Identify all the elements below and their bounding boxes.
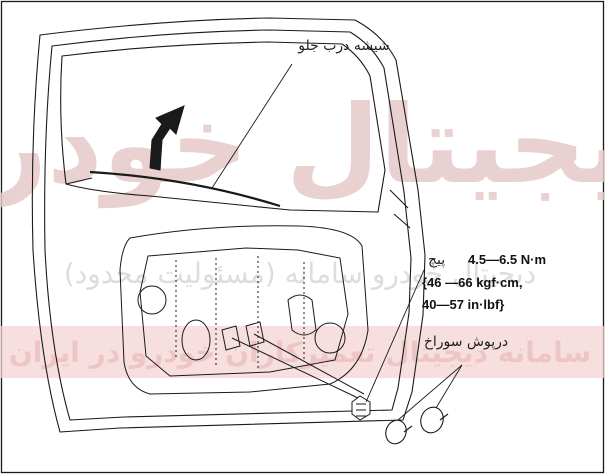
panel-service-opening: [287, 294, 317, 336]
torque-kgf-label: {46 —66 kgf·cm,: [422, 275, 522, 290]
door-latch-lines: [389, 189, 411, 229]
plug-leader-line-1: [397, 364, 463, 421]
door-inner-edge: [44, 29, 412, 421]
hole-plug-icon-1: [385, 419, 407, 445]
panel-stamping-lines: [175, 256, 305, 368]
glass-corner-left: [65, 177, 93, 185]
door-outline: [31, 17, 426, 433]
inner-door-panel: [119, 225, 369, 399]
window-frame: [60, 41, 386, 213]
panel-round-hole-right: [314, 322, 346, 354]
bolt-leader-line: [365, 269, 425, 403]
panel-outline: [119, 225, 369, 395]
panel-round-hole-left: [137, 285, 167, 315]
bolt-label: پیچ: [428, 252, 445, 268]
watermark-line-1: دیجیتال خودرو سامانه (مسئولیت محدود): [64, 257, 536, 290]
hole-plug-icons: [385, 406, 449, 445]
door-outer-edge: [31, 17, 426, 433]
hole-plug-2-tab: [439, 413, 449, 421]
hole-plug-label: درپوش سوراخ: [424, 334, 508, 350]
panel-inner-recess: [139, 247, 349, 377]
plug-leader-line-2: [435, 364, 463, 409]
watermark: دیجیتال خودرو دیجیتال خودرو سامانه (مسئو…: [0, 83, 605, 378]
bolt-projection-lines: [231, 333, 365, 399]
watermark-main-text: دیجیتال خودرو: [0, 83, 605, 209]
torque-inlbf-label: 40—57 in·lbf}: [422, 297, 504, 312]
glass-bolt-access-holes: [221, 321, 265, 351]
front-door-glass: [89, 170, 281, 208]
front-glass-label: شیشه درب جلو: [297, 38, 390, 54]
hole-plug-icon-2: [420, 406, 444, 434]
panel-oval-hole: [181, 319, 211, 361]
bolt-icon: [351, 395, 371, 421]
glass-leader-line: [211, 63, 293, 189]
hole-plug-1-tab: [403, 425, 413, 433]
watermark-line-2: سامانه دیجیتال تعمیرکاران خودرو در ایران: [9, 336, 591, 369]
leader-lines: [211, 63, 463, 421]
raise-glass-arrow-icon: [149, 105, 185, 171]
torque-nm-label: 4.5—6.5 N·m: [468, 252, 546, 267]
